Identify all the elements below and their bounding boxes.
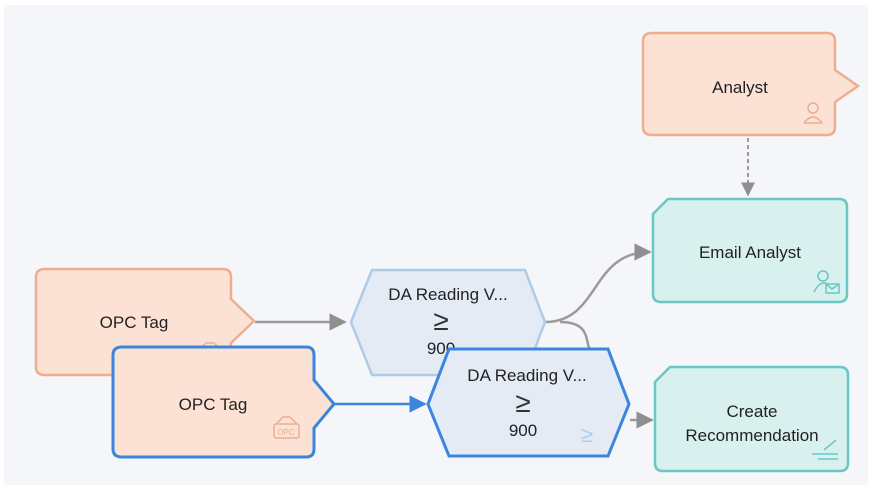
edge-da1-to-email[interactable] — [544, 243, 652, 324]
node-analyst[interactable]: Analyst — [641, 31, 861, 137]
da-reading-2-shape — [426, 347, 631, 458]
node-create-recommendation[interactable]: Create Recommendation — [653, 365, 850, 473]
create-recommendation-label-line2: Recommendation — [685, 426, 818, 445]
node-opc-tag-2[interactable]: OPC Tag OPC — [111, 345, 336, 459]
email-analyst-label: Email Analyst — [699, 243, 801, 262]
edge-da1-to-recommendation[interactable] — [559, 320, 592, 351]
recommendation-icon — [812, 439, 838, 460]
opc-tag-2-shape — [111, 345, 336, 459]
person-icon — [803, 102, 823, 124]
create-recommendation-shape — [653, 365, 850, 473]
analyst-label: Analyst — [712, 78, 768, 97]
da-reading-1-label: DA Reading V... — [388, 285, 507, 304]
da-reading-2-label: DA Reading V... — [467, 366, 586, 385]
create-recommendation-label-line1: Create — [726, 402, 777, 421]
node-da-reading-2[interactable]: DA Reading V... ≥ 900 ≥ — [426, 347, 631, 458]
opc-tag-1-label: OPC Tag — [100, 313, 169, 332]
condition-icon: ≥ — [581, 422, 593, 447]
node-email-analyst[interactable]: Email Analyst — [651, 197, 849, 304]
da-reading-2-operator: ≥ — [515, 387, 530, 418]
email-analyst-shape — [651, 197, 849, 304]
opc-icon — [273, 416, 300, 439]
analyst-shape — [641, 31, 861, 137]
opc-tag-2-label: OPC Tag — [179, 395, 248, 414]
da-reading-1-operator: ≥ — [433, 305, 448, 336]
person-mail-icon — [813, 270, 840, 294]
da-reading-2-value: 900 — [509, 421, 537, 440]
opc-icon-text: OPC — [277, 428, 295, 437]
